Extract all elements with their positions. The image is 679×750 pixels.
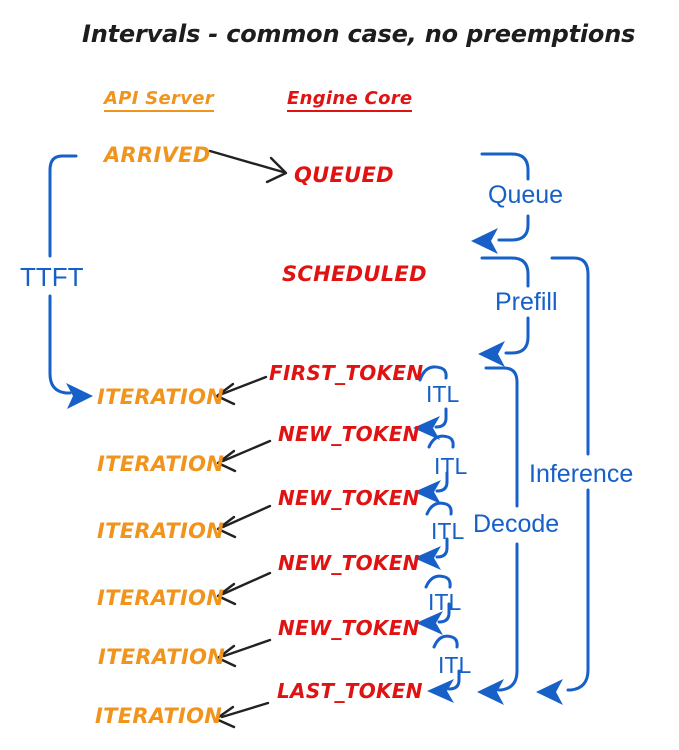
arrow-newtoken4-to-iteration: [216, 638, 272, 668]
itl-arrowhead-icon: [413, 416, 440, 440]
interval-label-itl-4: ITL: [428, 589, 462, 615]
column-header-api-server: API Server: [104, 88, 214, 112]
queue-bracket: [471, 152, 530, 254]
itl-arrowhead-icon: [416, 611, 443, 635]
interval-label-itl-3: ITL: [431, 518, 465, 544]
interval-label-inference: Inference: [529, 460, 634, 488]
inference-bracket: [536, 256, 590, 705]
ttft-arrowhead-icon: [66, 383, 93, 409]
interval-label-ttft: TTFT: [20, 262, 84, 292]
event-iteration-1: ITERATION: [97, 385, 225, 409]
ttft-bracket: [48, 154, 93, 409]
interval-label-itl-2: ITL: [434, 453, 468, 479]
queue-arrowhead-icon: [471, 228, 498, 254]
arrow-arrived-to-queued: [208, 149, 288, 184]
interval-label-itl-1: ITL: [426, 381, 460, 407]
column-header-engine-core: Engine Core: [287, 88, 413, 112]
itl-arrowhead-icon: [427, 679, 454, 703]
prefill-arrowhead-icon: [478, 341, 505, 367]
inference-arrowhead-icon: [536, 679, 563, 705]
arrow-newtoken1-to-iteration: [216, 439, 272, 473]
event-iteration-4: ITERATION: [97, 586, 225, 610]
event-new-token-4: NEW_TOKEN: [278, 616, 420, 640]
event-arrived: ARRIVED: [104, 143, 211, 167]
itl-arrowhead-icon: [414, 546, 441, 570]
interval-label-itl-5: ITL: [438, 652, 472, 678]
event-queued: QUEUED: [294, 163, 394, 187]
event-iteration-5: ITERATION: [98, 645, 226, 669]
interval-label-decode: Decode: [473, 510, 560, 538]
event-iteration-6: ITERATION: [95, 704, 223, 728]
event-new-token-3: NEW_TOKEN: [278, 551, 420, 575]
event-first-token: FIRST_TOKEN: [269, 361, 424, 385]
interval-label-prefill: Prefill: [495, 288, 558, 316]
itl-hook-5: [427, 634, 461, 703]
event-new-token-1: NEW_TOKEN: [278, 422, 420, 446]
arrow-newtoken2-to-iteration: [216, 504, 272, 539]
decode-bracket: [477, 366, 519, 705]
decode-arrowhead-icon: [477, 679, 504, 705]
event-iteration-2: ITERATION: [97, 452, 225, 476]
event-new-token-2: NEW_TOKEN: [278, 486, 420, 510]
prefill-bracket: [478, 256, 530, 367]
arrow-newtoken3-to-iteration: [216, 571, 272, 606]
event-iteration-3: ITERATION: [97, 519, 225, 543]
diagram-title: Intervals - common case, no preemptions: [82, 20, 636, 48]
interval-label-queue: Queue: [488, 181, 564, 209]
itl-hook-1: [413, 365, 448, 440]
itl-hook-3: [414, 501, 453, 570]
itl-hook-4: [416, 574, 452, 635]
itl-hook-2: [414, 434, 455, 504]
arrow-lasttoken-to-iteration: [214, 701, 270, 729]
event-last-token: LAST_TOKEN: [277, 679, 423, 703]
arrow-firsttoken-to-iteration: [215, 375, 268, 406]
event-scheduled: SCHEDULED: [282, 262, 427, 286]
itl-arrowhead-icon: [414, 480, 441, 504]
